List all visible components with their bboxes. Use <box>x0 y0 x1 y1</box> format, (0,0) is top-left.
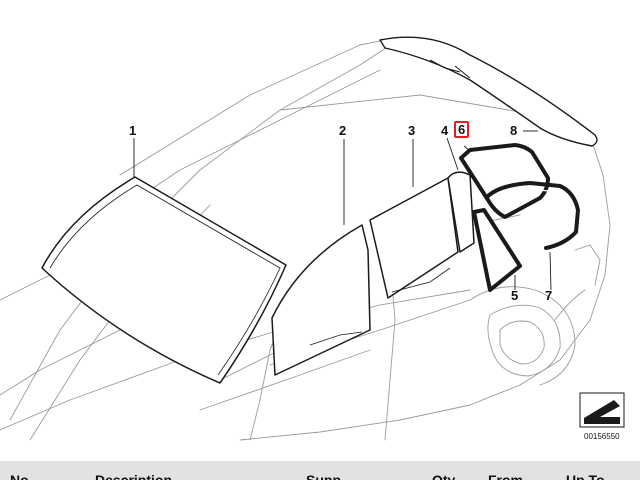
window-seal-part-7 <box>486 181 580 250</box>
diagram-id: 00156550 <box>584 432 620 441</box>
front-window-frame-detail <box>309 331 363 346</box>
callout-8[interactable]: 8 <box>510 123 518 138</box>
column-description[interactable]: Description <box>95 472 173 480</box>
window-seal-part-6 <box>459 143 550 219</box>
rear-spoiler <box>379 36 598 147</box>
fixed-window-part-5 <box>472 208 522 292</box>
windscreen-part-1 <box>41 176 287 384</box>
column-qty[interactable]: Qty <box>432 472 456 480</box>
spoiler-detail <box>429 59 471 79</box>
front-door-window-part-2 <box>271 224 371 376</box>
window-seal-part-6-inner <box>469 151 541 211</box>
leader-lines <box>133 130 552 291</box>
windscreen-inner-edge <box>49 184 281 376</box>
callout-3[interactable]: 3 <box>408 123 416 138</box>
callout-7[interactable]: 7 <box>545 288 553 303</box>
column-supp[interactable]: Supp. <box>306 472 345 480</box>
parts-table-header: No. Description Supp. Qty From Up To <box>0 461 640 480</box>
rear-door-window-part-3 <box>369 177 459 299</box>
callout-2[interactable]: 2 <box>339 123 347 138</box>
column-up-to[interactable]: Up To <box>566 472 605 480</box>
callout-1[interactable]: 1 <box>129 123 137 138</box>
column-from[interactable]: From <box>488 472 523 480</box>
parts-diagram <box>0 36 625 441</box>
rear-window-frame-detail <box>391 267 451 293</box>
window-seal-part-7-inner <box>495 188 573 231</box>
nav-arrow-icon[interactable] <box>579 392 625 428</box>
callout-6[interactable]: 6 <box>454 121 470 138</box>
fixed-window-inner <box>479 215 515 282</box>
callout-4[interactable]: 4 <box>441 123 449 138</box>
quarter-glass-part-4 <box>447 171 475 253</box>
column-no[interactable]: No. <box>10 472 33 480</box>
callout-5[interactable]: 5 <box>511 288 519 303</box>
